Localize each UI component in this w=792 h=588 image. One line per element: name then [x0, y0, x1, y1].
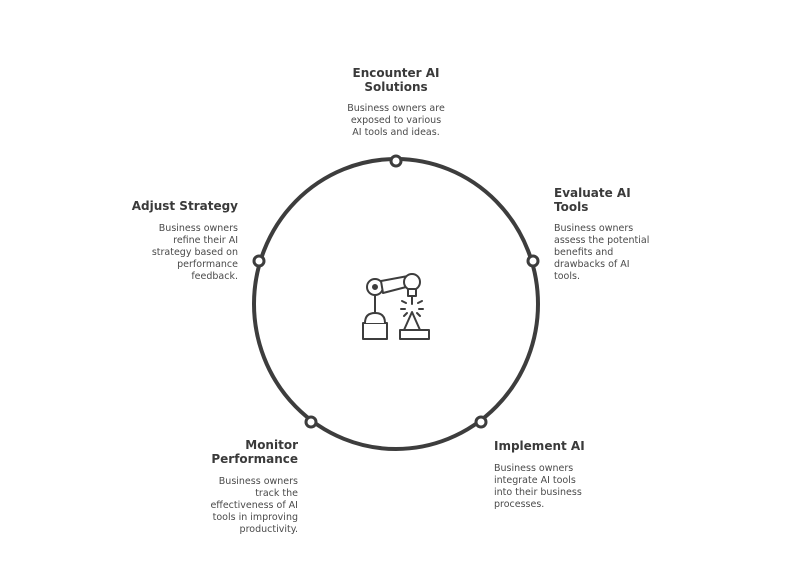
step-evaluate: Evaluate AI Tools Business owners assess… — [554, 186, 684, 283]
step-title: Tools — [554, 200, 589, 214]
step-description: tools. — [554, 271, 580, 282]
step-description: performance — [177, 259, 238, 270]
step-description: Business owners — [554, 223, 634, 234]
step-encounter: Encounter AI Solutions Business owners a… — [321, 66, 471, 139]
step-description: into their business — [494, 487, 582, 498]
step-title: Adjust Strategy — [131, 199, 238, 213]
step-title: Evaluate AI — [554, 186, 631, 200]
step-title: Encounter AI — [352, 66, 440, 80]
step-title: Monitor — [245, 438, 298, 452]
step-description: strategy based on — [151, 247, 238, 258]
step-title: Performance — [211, 452, 298, 466]
step-description: AI tools and ideas. — [352, 127, 440, 138]
step-title: Implement AI — [494, 439, 585, 453]
step-monitor: Monitor Performance Business owners trac… — [168, 438, 298, 536]
step-description: tools in improving — [212, 512, 298, 523]
step-description: exposed to various — [350, 115, 442, 126]
step-description: processes. — [494, 499, 545, 510]
step-description: benefits and — [554, 247, 614, 258]
cycle-ring — [252, 157, 540, 451]
step-description: Business owners are — [347, 103, 445, 114]
step-description: effectiveness of AI — [210, 500, 298, 511]
node-adjust — [252, 254, 266, 268]
step-title: Solutions — [364, 80, 428, 94]
step-description: drawbacks of AI — [554, 259, 630, 270]
node-encounter — [389, 154, 403, 168]
step-description: integrate AI tools — [494, 475, 576, 486]
step-description: Business owners — [158, 223, 238, 234]
step-adjust: Adjust Strategy Business owners refine t… — [98, 199, 238, 283]
robotic-arm-icon — [362, 273, 430, 340]
step-description: feedback. — [191, 271, 238, 282]
step-implement: Implement AI Business owners integrate A… — [494, 439, 624, 511]
node-monitor — [304, 415, 318, 429]
node-implement — [474, 415, 488, 429]
step-description: refine their AI — [173, 235, 238, 246]
step-description: assess the potential — [554, 235, 650, 246]
node-evaluate — [526, 254, 540, 268]
step-description: Business owners — [494, 463, 574, 474]
step-description: Business owners — [218, 476, 298, 487]
step-description: productivity. — [239, 524, 298, 535]
step-description: track the — [255, 488, 298, 499]
